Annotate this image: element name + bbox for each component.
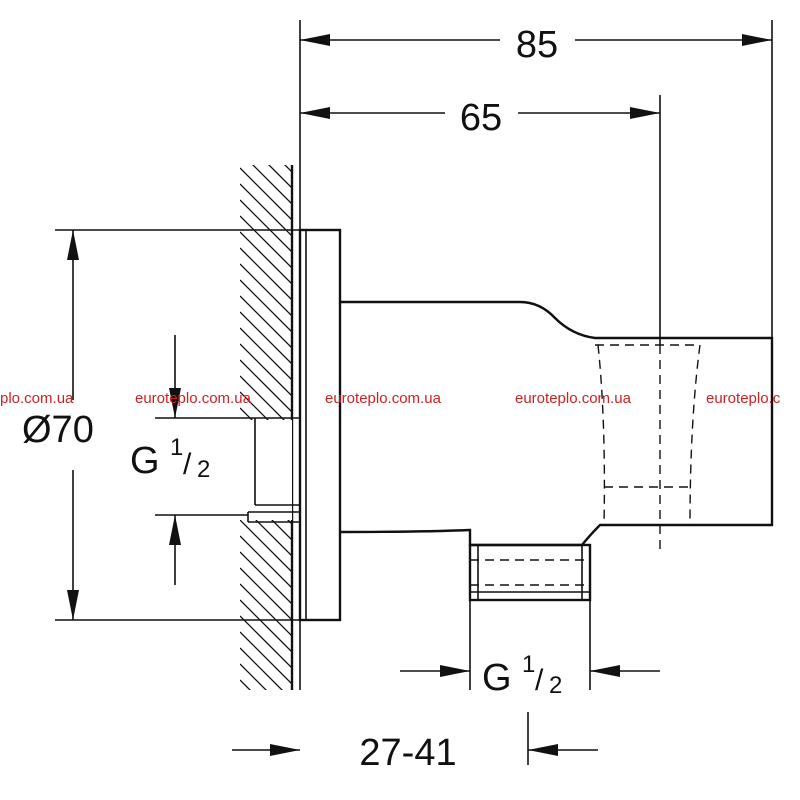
label-outlet-thread: G	[482, 657, 512, 699]
hatch-line	[240, 263, 292, 317]
hatch-line	[240, 343, 292, 397]
label-outlet-thread-den: 2	[549, 672, 562, 699]
hatch-line	[240, 165, 292, 205]
hatch-line	[240, 696, 292, 748]
hatch-line	[240, 183, 292, 237]
hatch-line	[240, 375, 292, 429]
hatch-line	[240, 615, 292, 669]
hatch-line	[240, 231, 292, 285]
label-outlet-thread-slash: /	[535, 664, 544, 697]
hatch-line	[240, 583, 292, 637]
watermark-5: euroteplo.c	[706, 390, 781, 407]
label-inlet-thread-den: 2	[197, 456, 210, 483]
label-85: 85	[516, 24, 558, 66]
hatch-line	[240, 311, 292, 365]
hatch-line	[240, 215, 292, 269]
hatch-line	[240, 535, 292, 589]
hatch-line	[240, 327, 292, 381]
hatch-line	[240, 551, 292, 605]
hatch-line	[240, 167, 292, 221]
label-65: 65	[460, 97, 502, 139]
hatch-line	[240, 247, 292, 301]
watermark-row: plo.com.ua euroteplo.com.ua euroteplo.co…	[0, 390, 781, 407]
dimension-inlet-thread: G 1 / 2	[130, 335, 255, 585]
label-inlet-thread: G	[130, 440, 160, 482]
hatch-line	[240, 647, 292, 690]
dimension-diameter-70: Ø70	[22, 229, 300, 621]
label-inlet-thread-slash: /	[183, 448, 192, 481]
wall-section	[240, 20, 301, 780]
hatch-line	[240, 199, 292, 253]
hatch-line	[240, 165, 292, 173]
body	[339, 300, 774, 550]
watermark-1: plo.com.ua	[0, 390, 74, 407]
hatch-line	[240, 165, 292, 189]
label-diameter-70: Ø70	[22, 409, 94, 451]
hatch-line	[240, 295, 292, 349]
hatch-line	[240, 279, 292, 333]
hatch-line	[240, 599, 292, 653]
watermark-2: euroteplo.com.ua	[135, 390, 252, 407]
hatch-line	[240, 359, 292, 413]
dimension-65: 65	[300, 95, 661, 345]
flange	[298, 228, 342, 622]
watermark-3: euroteplo.com.ua	[325, 390, 442, 407]
outlet-nipple	[468, 543, 592, 602]
hatch-line	[240, 663, 292, 690]
hatch-line	[240, 679, 292, 690]
inlet-pipe	[247, 417, 300, 523]
label-outlet-thread-num: 1	[522, 651, 535, 678]
hatch-line	[240, 712, 292, 764]
label-inlet-thread-num: 1	[170, 434, 183, 461]
hatch-line	[240, 567, 292, 621]
hatch-line	[240, 631, 292, 685]
dimension-85: 85	[300, 20, 773, 338]
label-27-41: 27-41	[359, 732, 456, 774]
watermark-4: euroteplo.com.ua	[515, 390, 632, 407]
dimension-outlet-thread: G 1 / 2	[400, 600, 660, 699]
hatch-line	[240, 728, 292, 780]
hatch-line	[240, 519, 292, 573]
dimension-27-41: 27-41	[232, 712, 598, 774]
